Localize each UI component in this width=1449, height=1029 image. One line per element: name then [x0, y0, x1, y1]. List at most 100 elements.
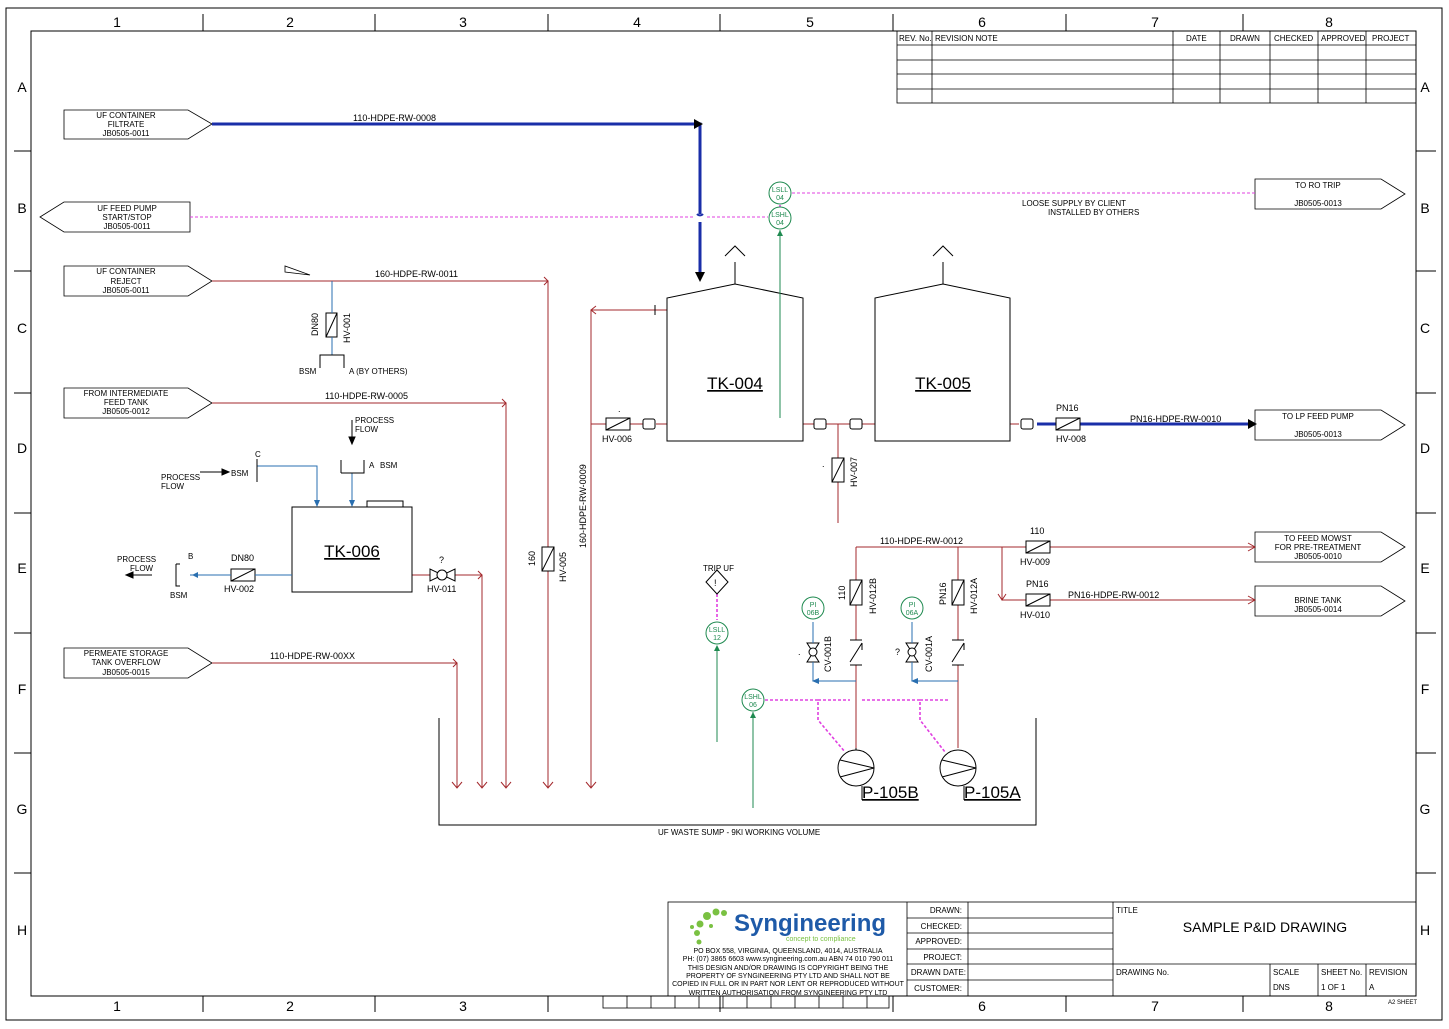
- overflow-line-0009[interactable]: [590, 309, 667, 788]
- label-hv011: HV-011: [427, 584, 456, 594]
- label-tk006: TK-006: [324, 542, 380, 561]
- connector-to-ro-trip[interactable]: [1254, 178, 1406, 210]
- pump-p105b[interactable]: [837, 748, 875, 800]
- row-label-e-left: E: [17, 560, 26, 576]
- instrument-lines: [716, 230, 781, 808]
- row-label-h-left: H: [17, 922, 27, 938]
- connector-permeate[interactable]: [63, 647, 213, 679]
- instrument-lsll12[interactable]: [705, 621, 729, 645]
- pump-discharge-line-0012[interactable]: [855, 546, 1255, 748]
- tk-bottom-drain-line[interactable]: [803, 423, 875, 523]
- field-approved: APPROVED:: [915, 937, 962, 946]
- sheet-size: A2 SHEET: [1388, 1000, 1417, 1006]
- field-checked: CHECKED:: [921, 922, 962, 931]
- instrument-pi06a[interactable]: [900, 596, 924, 620]
- grid-labels: 1 2 3 4 5 6 7 8 1 2 3 6 7 8 A B C D E F …: [17, 14, 1431, 1014]
- rev-header-checked: CHECKED: [1274, 34, 1313, 43]
- to-lp-feed-l2: JB0505-0013: [1294, 430, 1342, 439]
- label-process-flow-top-2: FLOW: [355, 425, 379, 434]
- label-hv001: HV-001: [342, 313, 352, 343]
- note-loose-supply-1: LOOSE SUPPLY BY CLIENT: [1022, 199, 1126, 208]
- flow-arrows: [451, 276, 1257, 789]
- label-process-flow-out-1: PROCESS: [117, 555, 156, 564]
- check-valve-b[interactable]: [849, 639, 863, 666]
- label-process-flow-top-1: PROCESS: [355, 416, 394, 425]
- company-details: PO BOX 558, VIRGINIA, QUEENSLAND, 4014, …: [672, 948, 905, 997]
- instrument-lshl04[interactable]: [768, 206, 792, 230]
- instrument-lsll04[interactable]: [768, 181, 792, 205]
- tag-lsll12-b: 12: [713, 635, 721, 642]
- filtrate-line-0008[interactable]: [212, 122, 704, 278]
- tank-tk004[interactable]: [666, 245, 804, 442]
- trip-uf-diamond[interactable]: [705, 569, 729, 595]
- col-label-5-top: 5: [806, 14, 814, 30]
- arrow-0008-horizontal: [694, 119, 703, 129]
- tag-lshl04-a: LSHL: [771, 212, 789, 219]
- label-cv001b-dot: .: [798, 647, 801, 657]
- to-feed-mowst-l2: FOR PRE-TREATMENT: [1275, 543, 1362, 552]
- label-hv010: HV-010: [1020, 610, 1050, 620]
- tag-lshl04-b: 04: [776, 220, 784, 227]
- signal-line-feed-pump[interactable]: [190, 192, 1255, 218]
- field-drawn: DRAWN:: [930, 906, 962, 915]
- arrow-0008-down: [695, 272, 705, 282]
- valve-hv008[interactable]: [1055, 417, 1081, 431]
- uf-waste-sump[interactable]: [438, 718, 1037, 826]
- label-hv008: HV-008: [1056, 434, 1086, 444]
- connector-uf-reject[interactable]: [63, 265, 213, 297]
- permeate-l3: JB0505-0015: [102, 668, 150, 677]
- cv001a[interactable]: [905, 642, 919, 663]
- arrow-0010-lp-feed: [1248, 419, 1257, 429]
- connector-brine-tank[interactable]: [1254, 585, 1406, 617]
- valve-hv012b[interactable]: [849, 579, 863, 606]
- check-valve-a[interactable]: [951, 639, 965, 666]
- permeate-line-00xx[interactable]: [212, 662, 458, 788]
- check-valves: [849, 639, 965, 666]
- label-cv001a-q: ?: [895, 647, 900, 657]
- rev-header-date: DATE: [1186, 34, 1207, 43]
- connector-to-lp-feed[interactable]: [1254, 409, 1406, 441]
- pump-p105a[interactable]: [939, 749, 977, 800]
- intermediate-line-0005[interactable]: [212, 402, 507, 788]
- cv001b[interactable]: [806, 642, 820, 663]
- copyright-l1: THIS DESIGN AND/OR DRAWING IS COPYRIGHT …: [688, 965, 889, 972]
- tank-labels: TK-004 TK-005 TK-006: [324, 374, 971, 561]
- label-110-a: 110: [1030, 526, 1044, 536]
- label-bsm-left: BSM: [231, 469, 249, 478]
- valve-hv006[interactable]: [605, 417, 631, 431]
- line-labels: 110-HDPE-RW-0008 160-HDPE-RW-0011 110-HD…: [270, 113, 1221, 661]
- instrument-lshl06[interactable]: [741, 688, 765, 712]
- valve-hv009[interactable]: [1025, 540, 1051, 554]
- valve-hv007[interactable]: [831, 457, 845, 483]
- connector-to-feed-mowst[interactable]: [1254, 531, 1406, 563]
- flange-tk004-right: [813, 418, 827, 430]
- valve-hv002[interactable]: [230, 568, 256, 582]
- sheet-label: SHEET No.: [1321, 968, 1362, 977]
- label-pn16-c: PN16: [938, 582, 948, 605]
- label-a-by-others: A (BY OTHERS): [349, 367, 408, 376]
- connector-intermediate[interactable]: [63, 387, 213, 419]
- tk006-outlet-line[interactable]: [412, 574, 483, 788]
- valve-hv001[interactable]: [325, 312, 338, 338]
- company-phone: PH: (07) 3865 6603 www.syngineering.com.…: [683, 956, 894, 963]
- valve-hv005[interactable]: [541, 546, 555, 572]
- revision-value: A: [1369, 983, 1375, 992]
- utility-arrows: [192, 500, 918, 684]
- connector-uf-filtrate[interactable]: [63, 109, 213, 140]
- valves: [230, 312, 1081, 607]
- tag-pi06a-b: 06A: [906, 610, 919, 617]
- to-feed-mowst-l1: TO FEED MOWST: [1284, 534, 1352, 543]
- uf-feed-pump-l2: START/STOP: [102, 213, 151, 222]
- tank-tk006[interactable]: [291, 500, 413, 593]
- valve-hv012a[interactable]: [951, 579, 965, 606]
- valve-hv011[interactable]: [429, 568, 456, 582]
- instrument-pi06b[interactable]: [801, 596, 825, 620]
- label-bsm-top: BSM: [380, 461, 398, 470]
- to-lp-feed-l1: TO LP FEED PUMP: [1282, 412, 1354, 421]
- title-block-info: DRAWING No. SCALE DNS SHEET No. 1 OF 1 R…: [1116, 968, 1407, 992]
- valve-hv010[interactable]: [1025, 593, 1051, 607]
- tank-tk005[interactable]: [874, 245, 1011, 442]
- label-dn80-vertical: DN80: [310, 313, 320, 336]
